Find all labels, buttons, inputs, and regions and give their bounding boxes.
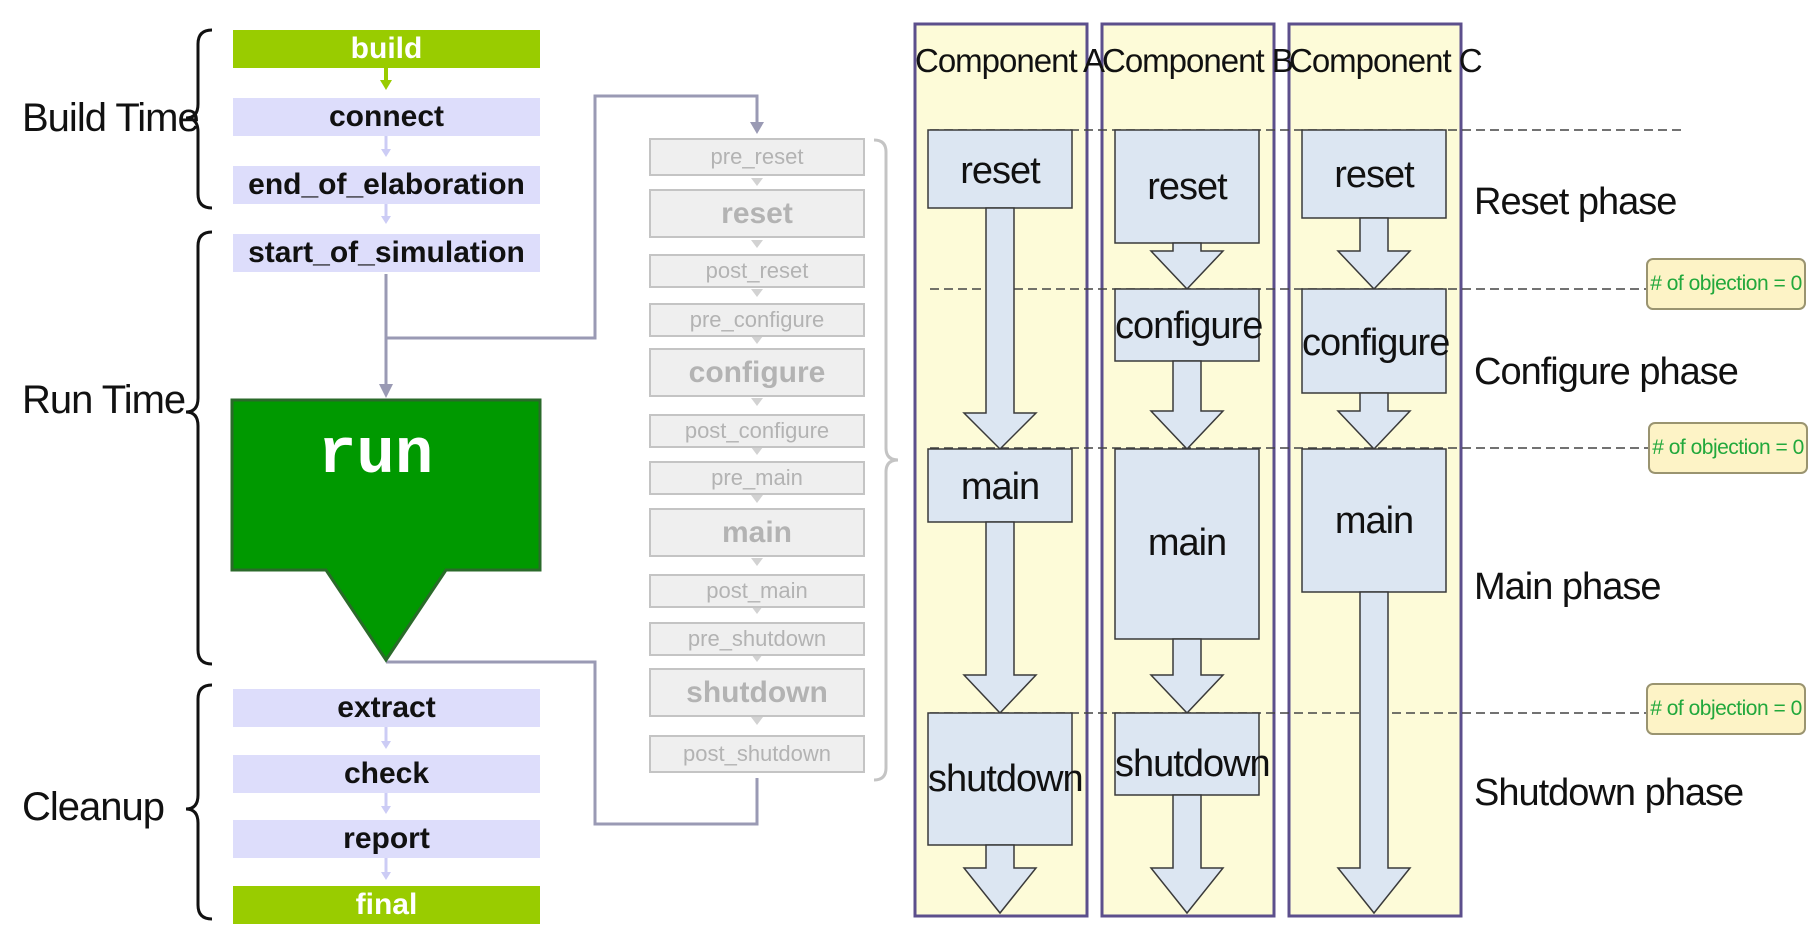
runtime-phase-pre-reset: pre_reset <box>649 138 865 176</box>
component-c-arrows <box>1301 129 1447 915</box>
component-b-reset-label: reset <box>1147 166 1227 208</box>
phase-check: check <box>233 755 540 793</box>
runtime-phase-main: main <box>649 508 865 557</box>
runtime-phase-pre-shutdown: pre_shutdown <box>649 622 865 656</box>
phase-build: build <box>233 30 540 68</box>
component-b-title: Component B <box>1102 42 1294 79</box>
phase-start-of-simulation: start_of_simulation <box>233 234 540 272</box>
component-b-shutdown-label: shutdown <box>1115 743 1271 785</box>
component-b-arrows <box>1114 129 1260 915</box>
runtime-phase-pre-main: pre_main <box>649 461 865 495</box>
component-b-main-label: main <box>1147 522 1227 564</box>
runtime-phase-post-main: post_main <box>649 574 865 608</box>
phase-report: report <box>233 820 540 858</box>
component-c-reset-label: reset <box>1334 154 1414 196</box>
run-arrow <box>230 398 542 663</box>
component-a-reset-label: reset <box>960 150 1040 192</box>
component-b-configure-label: configure <box>1115 305 1263 347</box>
component-c-configure-label: configure <box>1302 322 1450 364</box>
brace-cleanup <box>185 683 213 921</box>
component-c-title: Component C <box>1289 42 1483 79</box>
brace-run-time <box>185 230 213 666</box>
phase-extract: extract <box>233 689 540 727</box>
component-a-shutdown-label: shutdown <box>928 758 1084 800</box>
phase-final: final <box>233 886 540 924</box>
component-a-arrows <box>927 129 1073 915</box>
phase-end-of-elaboration: end_of_elaboration <box>233 166 540 204</box>
runtime-phase-configure: configure <box>649 348 865 397</box>
component-a-title: Component A <box>915 42 1105 79</box>
objection-badge-main: # of objection = 0 <box>1646 683 1806 735</box>
group-label-cleanup: Cleanup <box>22 785 165 829</box>
runtime-phase-pre-configure: pre_configure <box>649 303 865 337</box>
component-c-main-label: main <box>1334 500 1414 542</box>
runtime-phase-post-reset: post_reset <box>649 254 865 288</box>
phase-name-reset: Reset phase <box>1474 181 1677 223</box>
phase-connect: connect <box>233 98 540 136</box>
group-label-run-time: Run Time <box>22 378 186 422</box>
runtime-connector <box>384 94 759 826</box>
common-phase-arrows <box>380 68 392 880</box>
runtime-phase-post-shutdown: post_shutdown <box>649 735 865 773</box>
component-a-main-label: main <box>960 466 1040 508</box>
brace-build-time <box>185 28 213 210</box>
objection-badge-reset: # of objection = 0 <box>1646 258 1806 310</box>
phase-name-main: Main phase <box>1474 566 1661 608</box>
phase-name-configure: Configure phase <box>1474 351 1739 393</box>
runtime-bracket <box>873 138 899 782</box>
run-entry-arrowhead <box>379 384 393 398</box>
runtime-phase-reset: reset <box>649 189 865 238</box>
runtime-phase-shutdown: shutdown <box>649 668 865 717</box>
group-label-build-time: Build Time <box>22 96 200 140</box>
runtime-phase-arrows <box>751 178 763 725</box>
phase-name-shutdown: Shutdown phase <box>1474 772 1744 814</box>
objection-badge-configure: # of objection = 0 <box>1648 422 1808 474</box>
phase-run-label: run <box>318 420 434 492</box>
runtime-phase-post-configure: post_configure <box>649 414 865 448</box>
runtime-entry-arrowhead <box>750 122 764 134</box>
